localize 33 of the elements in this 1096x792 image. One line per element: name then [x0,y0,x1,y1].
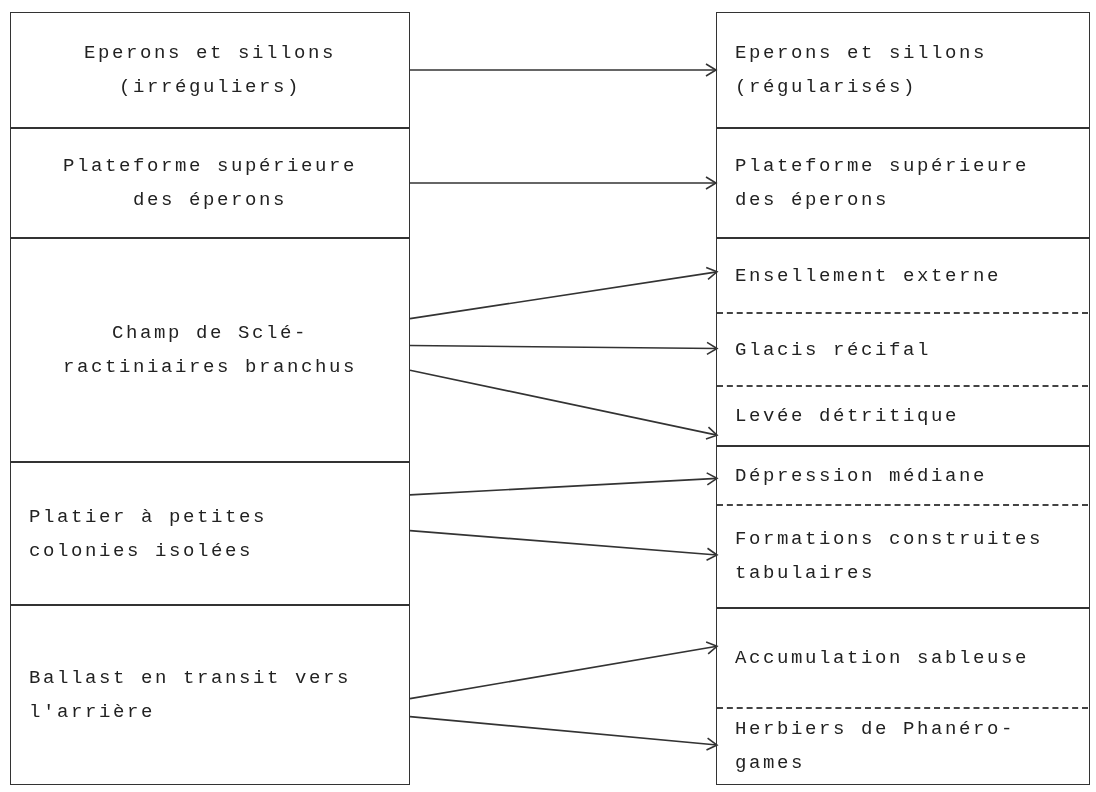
arrow [409,641,718,700]
zone-box [716,128,1090,238]
zone-box [10,605,410,785]
group-box [716,446,1090,608]
arrow [409,529,718,561]
arrow [409,176,717,190]
arrow [409,266,718,320]
arrow [409,63,717,77]
zone-label: Champ de Sclé- ractiniaires branchus [61,321,358,380]
zone-label: Eperons et sillons (régularisés) [735,41,989,100]
zone-label: Ensellement externe [735,263,1002,289]
arrow [409,715,718,751]
zone-label: Plateforme supérieure des éperons [735,154,1031,213]
zone-box [10,238,410,462]
zone-label: Herbiers de Phanéro- games [735,717,1017,776]
group-box [716,238,1090,446]
zone-label: Platier à petites colonies isolées [29,504,269,564]
zone-label: Plateforme supérieure des éperons [61,154,358,213]
zone-label: Ballast en transit vers l'arrière [29,666,353,725]
zone-box [10,128,410,238]
arrow [409,341,718,356]
zone-label: Formations construites tabulaires [735,527,1045,586]
zone-label: Levée détritique [735,403,960,429]
arrow [409,472,718,496]
zone-label: Glacis récifal [735,337,932,363]
arrow [409,369,718,440]
zone-label: Dépression médiane [735,463,988,489]
group-box [716,608,1090,785]
zone-box [10,12,410,128]
zone-box [716,12,1090,128]
zone-label: Eperons et sillons (irréguliers) [82,41,337,100]
zone-label: Accumulation sableuse [735,646,1030,671]
zone-box [10,462,410,605]
